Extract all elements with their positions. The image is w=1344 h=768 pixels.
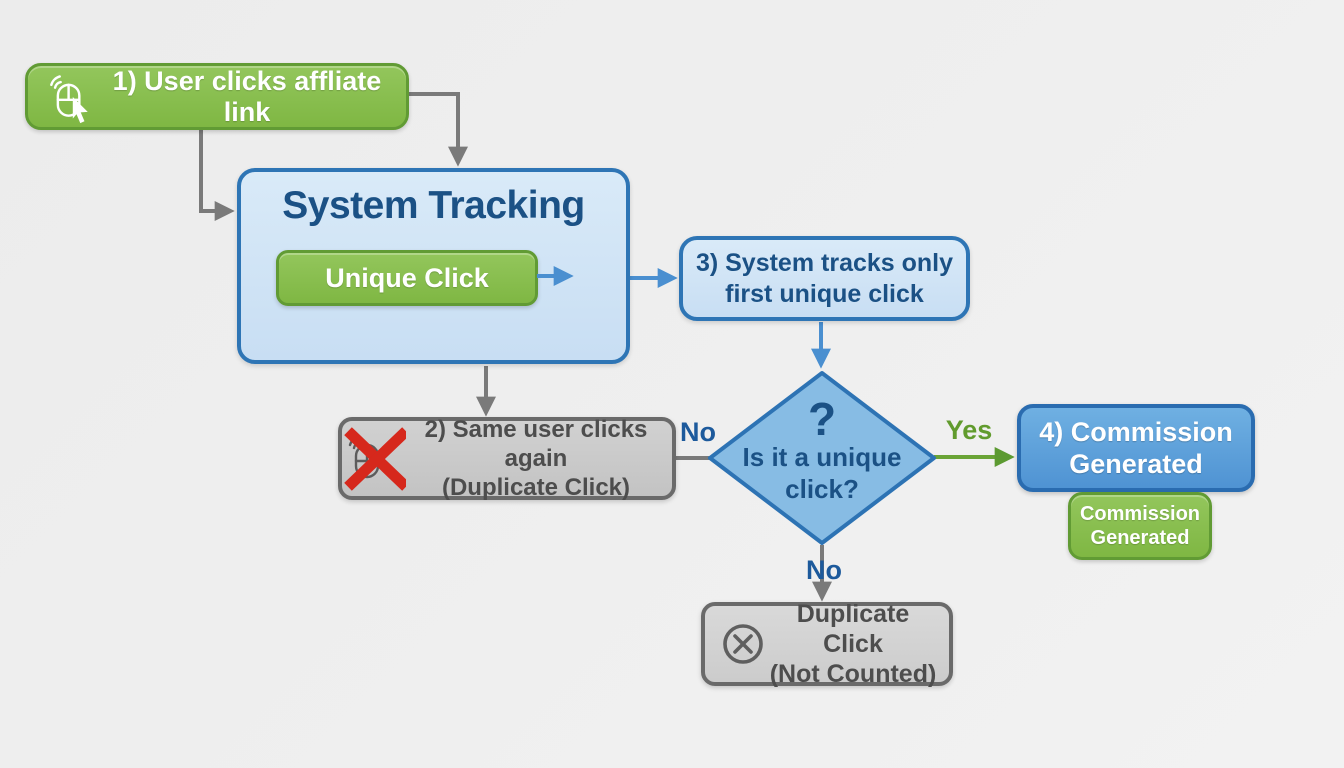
step3-line1: 3) System tracks only bbox=[695, 248, 954, 277]
step2-line2: (Duplicate Click) bbox=[441, 474, 631, 501]
step3-line2: first unique click bbox=[725, 279, 924, 308]
step1-label: 1) User clicks affliate link bbox=[112, 65, 382, 127]
duplicate-line1: Duplicate Click bbox=[796, 600, 910, 658]
step2-label: 2) Same user clicks again (Duplicate Cli… bbox=[406, 415, 672, 502]
decision-line1: Is it a unique bbox=[742, 442, 902, 472]
badge-line2: Generated bbox=[1090, 527, 1190, 549]
unique-click-arrow-icon bbox=[537, 266, 574, 286]
connector-step1-right-to-system bbox=[409, 92, 468, 167]
edge-label-no-bottom: No bbox=[806, 555, 842, 585]
decision-question-mark: ? bbox=[807, 393, 837, 445]
decision-label: Is it a unique click? bbox=[722, 441, 922, 505]
decision-diamond bbox=[708, 371, 936, 545]
commission-generated-badge: Commission Generated bbox=[1068, 492, 1212, 560]
unique-click-button: Unique Click bbox=[276, 250, 538, 306]
mouse-click-icon bbox=[42, 69, 98, 125]
red-x-icon bbox=[344, 426, 406, 491]
duplicate-line2: (Not Counted) bbox=[769, 660, 937, 688]
node-step2-duplicate-click: 2) Same user clicks again (Duplicate Cli… bbox=[338, 415, 676, 502]
node-duplicate-not-counted: Duplicate Click (Not Counted) bbox=[701, 599, 953, 689]
edge-label-yes: Yes bbox=[945, 415, 993, 445]
circle-x-icon bbox=[719, 620, 767, 668]
decision-line2: click? bbox=[785, 474, 859, 504]
connector-step1-down-to-system bbox=[199, 130, 235, 221]
system-tracking-title: System Tracking bbox=[282, 184, 585, 227]
mouse-click-blocked-icon bbox=[342, 426, 406, 491]
node-step4-commission-generated: 4) Commission Generated bbox=[1017, 404, 1255, 492]
node-system-tracking: System Tracking Unique Click bbox=[237, 168, 630, 364]
edge-label-no-left: No bbox=[680, 417, 716, 447]
step4-line2: Generated bbox=[1069, 449, 1203, 479]
step4-line1: 4) Commission bbox=[1039, 417, 1233, 447]
step2-line1: 2) Same user clicks again bbox=[424, 416, 648, 472]
badge-line1: Commission bbox=[1079, 503, 1201, 525]
node-step1-user-clicks-link: 1) User clicks affliate link bbox=[25, 63, 409, 130]
node-step3-tracks-first-click: 3) System tracks only first unique click bbox=[679, 236, 970, 321]
duplicate-label: Duplicate Click (Not Counted) bbox=[767, 599, 949, 689]
